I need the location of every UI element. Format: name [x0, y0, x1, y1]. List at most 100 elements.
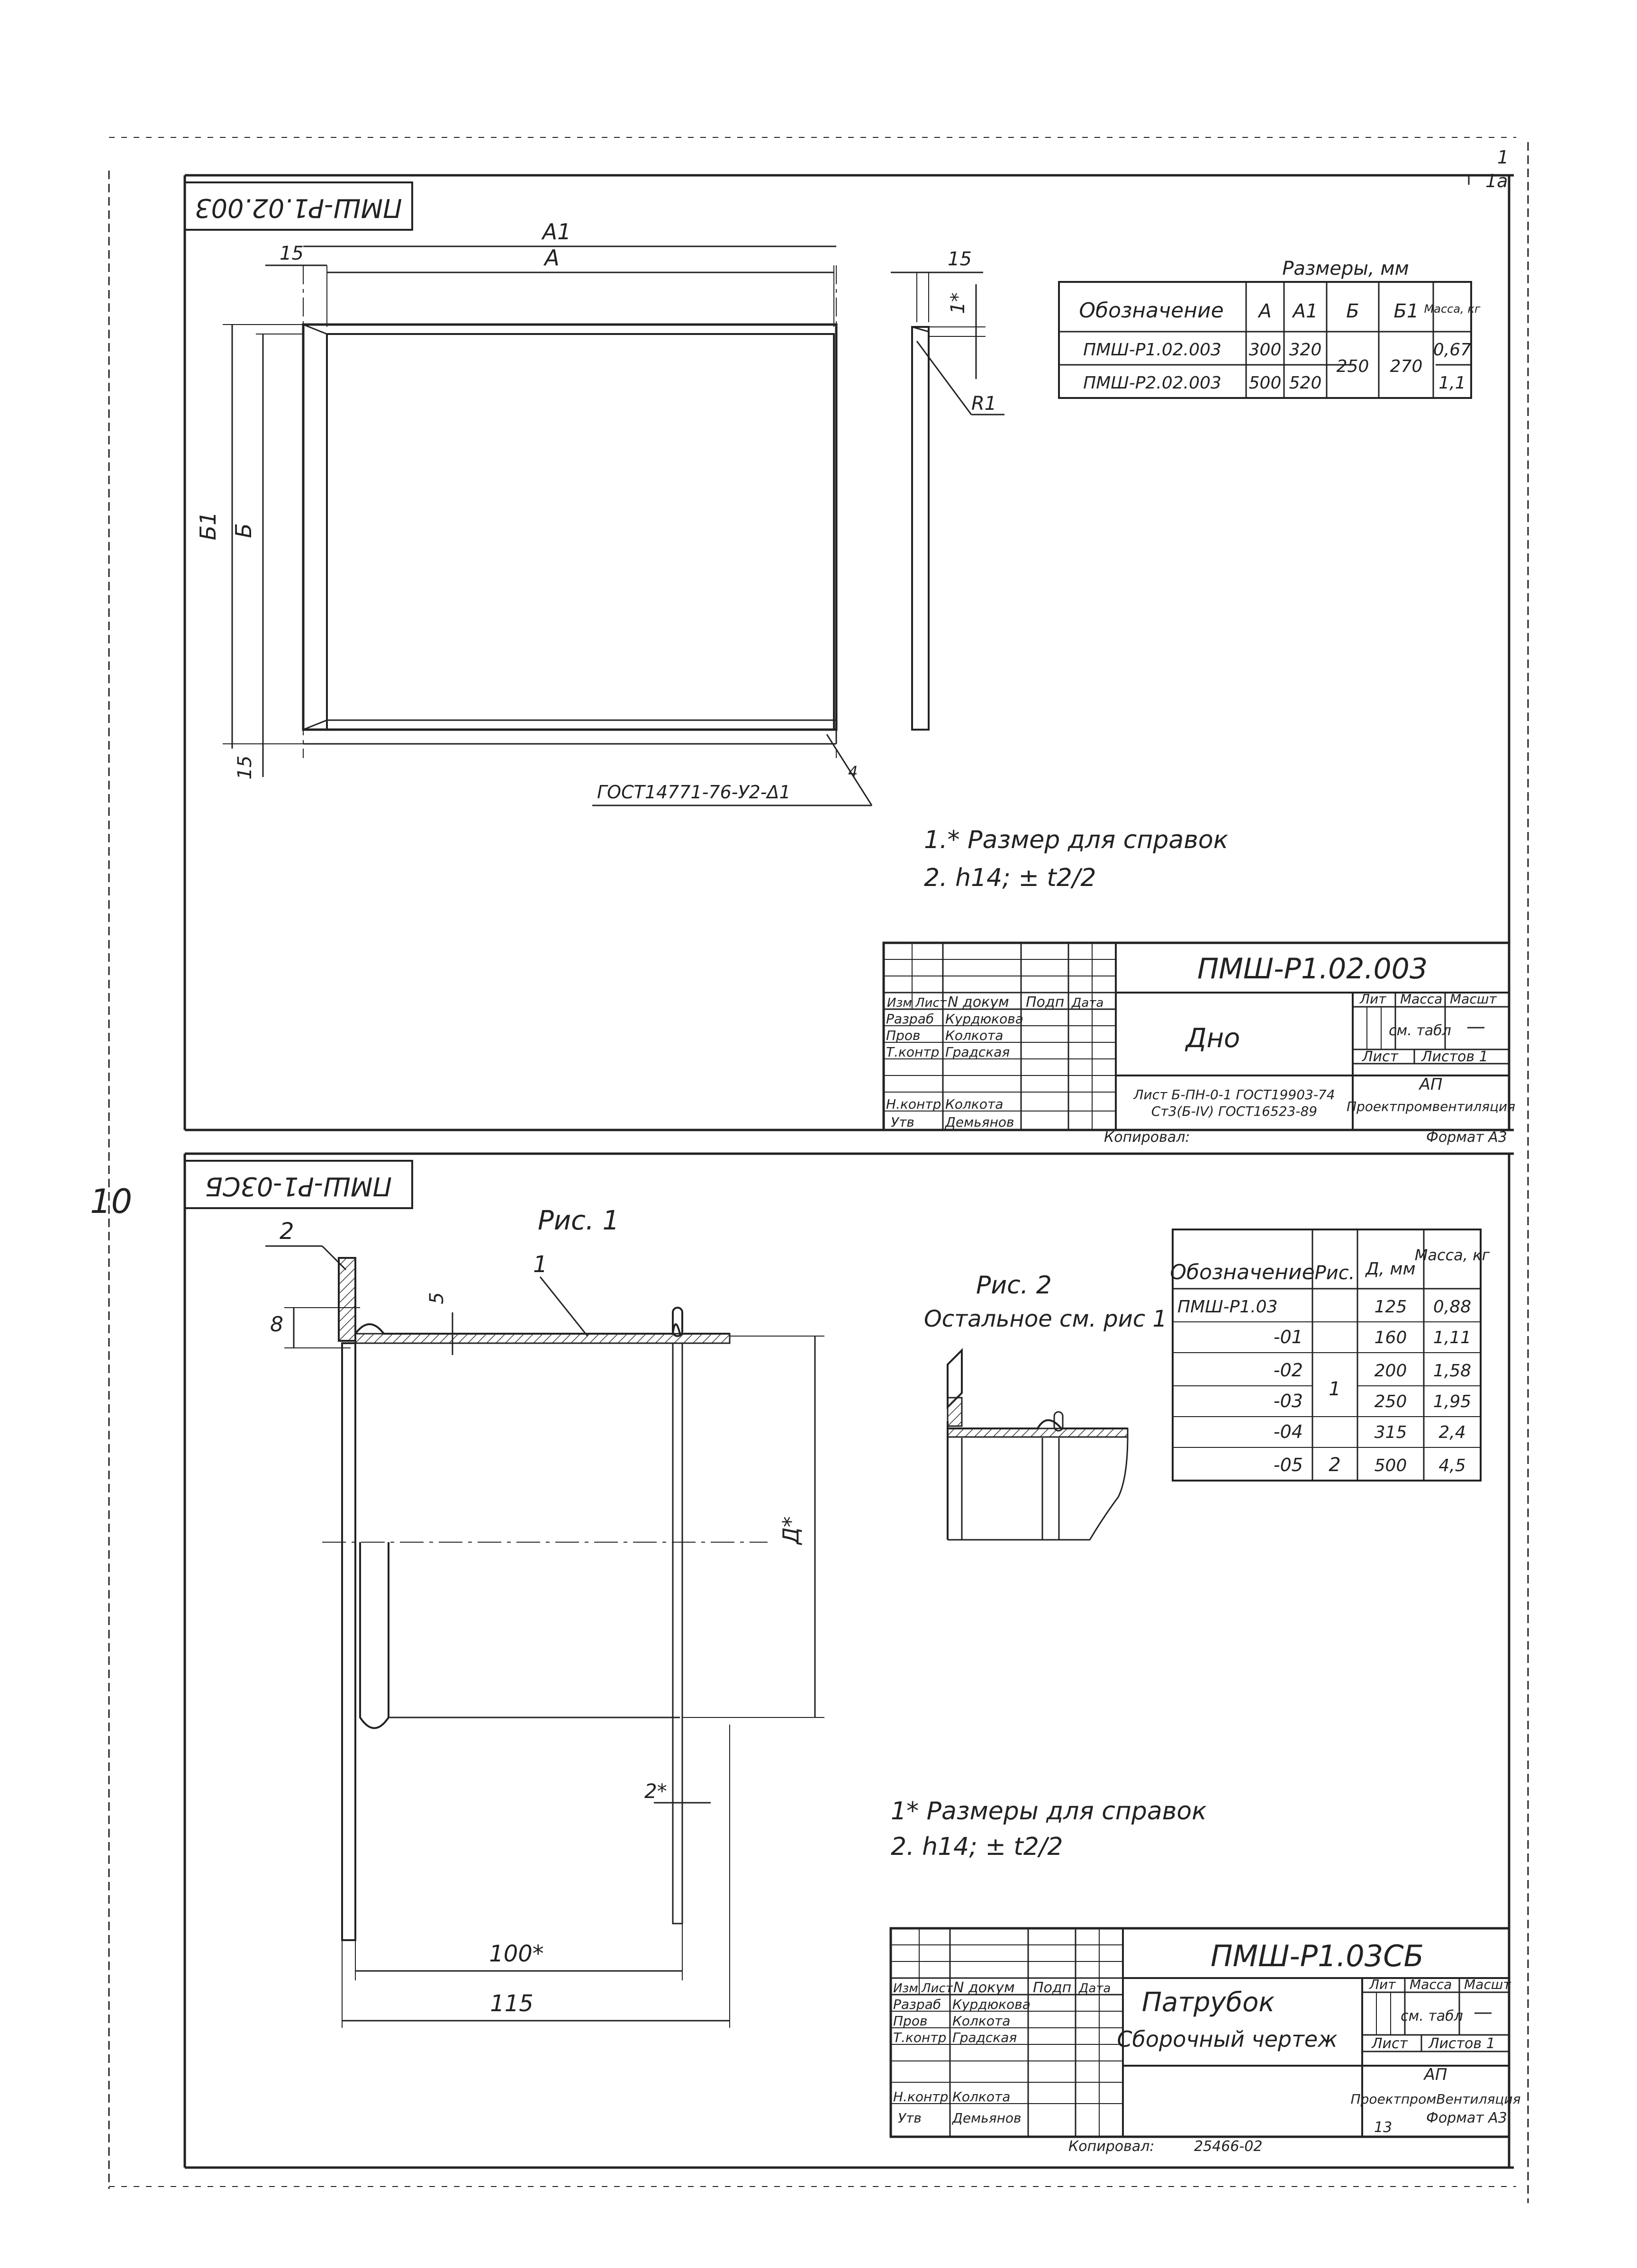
table-cell: 160: [1375, 1328, 1407, 1347]
title-col-sign: Подп: [1026, 994, 1064, 1011]
title-mass-label: Масса: [1410, 1977, 1452, 1992]
title-col-docnum: N докум: [948, 994, 1009, 1011]
table-cell-merged: 270: [1390, 357, 1423, 376]
table-header-A: A: [1257, 300, 1271, 322]
table-cell: 300: [1249, 340, 1282, 360]
fig-1-label: Рис. 1: [538, 1205, 619, 1236]
title-page-number: 13: [1374, 2119, 1392, 2136]
title-scale-value: —: [1466, 1016, 1485, 1038]
table-header-B: Б: [1346, 300, 1359, 322]
table-cell: 315: [1375, 1423, 1407, 1442]
dim-5-label: 5: [426, 1292, 448, 1304]
dim-A-label: A: [543, 245, 559, 271]
title-sheets-label: Листов 1: [1421, 1048, 1488, 1065]
title-org-short: АП: [1423, 2065, 1447, 2084]
table-cell: -03: [1274, 1391, 1303, 1411]
section-dim-1star-label: 1*: [947, 292, 969, 314]
title-material-line-1: Лист Б-ПН-0-1 ГОСТ19903-74: [1133, 1087, 1335, 1102]
table-cell: ПМШ-Р1.03: [1177, 1297, 1277, 1317]
table-cell: 320: [1289, 340, 1322, 360]
page-corner-number: 1: [1497, 147, 1509, 168]
title-scale-label: Масшт: [1464, 1977, 1511, 1992]
title-sheet-label: Лист: [1362, 1048, 1399, 1065]
sheet-1-rotated-stamp: ПМШ-Р1.02.003: [195, 193, 402, 223]
title-name-checker: Колкота: [945, 1028, 1003, 1043]
title-sheets-label: Листов 1: [1428, 2035, 1495, 2052]
sheet-1-size-table: Размеры, мм Обозначение A A1 Б Б1 Масса,…: [1058, 258, 1481, 399]
title-role-checker: Пров: [893, 2013, 927, 2029]
title-col-date: Дата: [1071, 996, 1103, 1010]
table-cell: 1,11: [1433, 1328, 1471, 1347]
title-col-sheet: Лист: [915, 996, 947, 1010]
title-doc-code: ПМШ-Р1.02.003: [1197, 952, 1428, 985]
dim-D-label: Д*: [778, 1517, 804, 1545]
title-role-tech-control: Т.контр: [893, 2030, 946, 2045]
weld-note: ГОСТ14771-76-У2-Δ1: [597, 782, 791, 803]
table-cell: 2: [1329, 1454, 1340, 1476]
table-cell: 250: [1375, 1392, 1407, 1411]
title-name-developer: Курдюкова: [952, 1997, 1031, 2012]
sheet-2-note-2: 2. h14; ± t2/2: [891, 1833, 1063, 1861]
fig-2-note: Остальное см. рис 1: [924, 1306, 1167, 1332]
table-cell: -04: [1274, 1421, 1303, 1442]
bottom-plate-section-view: 15 1* R1: [891, 248, 1004, 731]
title-col-sheet: Лист: [921, 1981, 953, 1996]
table-cell: -02: [1274, 1360, 1303, 1381]
title-part-name: Дно: [1185, 1023, 1240, 1054]
dim-A1-label: A1: [541, 219, 571, 244]
sheet-1-note-2: 2. h14; ± t2/2: [924, 864, 1096, 892]
weld-flag-number: 4: [848, 763, 858, 781]
dim-B1-label: Б1: [195, 512, 221, 541]
title-part-sub: Сборочный чертеж: [1117, 2026, 1338, 2052]
sheet-2-frame: ПМШ-Р1-03СБ: [183, 1152, 1514, 2169]
title-material-line-2: Ст3(Б-IV) ГОСТ16523-89: [1151, 1103, 1317, 1119]
section-dim-R1-label: R1: [971, 393, 996, 415]
table-cell: 1,58: [1433, 1361, 1471, 1381]
title-org-short: АП: [1419, 1075, 1443, 1094]
table-cell: 1,1: [1438, 373, 1465, 393]
table-header-mass: Масса, кг: [1424, 302, 1481, 316]
socket-detail-fig-2: Рис. 2 Остальное см. рис 1: [924, 1271, 1167, 1541]
table-cell: 200: [1375, 1361, 1407, 1381]
sheet-1-frame: ПМШ-Р1.02.003: [183, 174, 1514, 1131]
title-name-tech-control: Градская: [945, 1044, 1010, 1060]
table-group-header: Размеры, мм: [1282, 258, 1409, 280]
title-sheet-label: Лист: [1371, 2035, 1409, 2052]
title-name-norm-control: Колкота: [952, 2089, 1010, 2105]
title-role-approved: Утв: [898, 2110, 922, 2126]
table-cell: 125: [1375, 1297, 1407, 1317]
sheet-1-title-block: Изм Лист N докум Подп Дата Разраб Пров Т…: [882, 941, 1515, 1146]
dim-115-label: 115: [490, 1990, 534, 2017]
table-cell-merged: 250: [1337, 357, 1369, 376]
table-header-A1: A1: [1292, 300, 1318, 322]
title-org-full: Проектпромвентиляция: [1347, 1099, 1515, 1114]
title-mass-label: Масса: [1400, 991, 1442, 1007]
leader-2-label: 2: [280, 1218, 294, 1245]
title-archive-number: 25466-02: [1194, 2138, 1262, 2155]
table-cell: 520: [1289, 373, 1322, 393]
title-role-norm-control: Н.контр: [893, 2089, 948, 2105]
sheet-1-note-1: 1.* Размер для справок: [924, 826, 1229, 854]
title-name-norm-control: Колкота: [945, 1096, 1003, 1112]
sheet-2-variant-table: Обозначение Рис. Д, мм Масса, кг ПМШ-Р1.…: [1170, 1229, 1490, 1482]
table-header-diameter: Д, мм: [1365, 1259, 1415, 1279]
table-cell: 1,95: [1433, 1392, 1471, 1411]
table-cell: 2,4: [1438, 1423, 1465, 1442]
title-lit-label: Лит: [1369, 1977, 1396, 1992]
title-copied-by: Копировал:: [1068, 2138, 1155, 2155]
table-cell: 500: [1375, 1456, 1407, 1475]
title-copied-by: Копировал:: [1104, 1129, 1190, 1146]
title-name-developer: Курдюкова: [945, 1011, 1023, 1027]
dim-8-label: 8: [270, 1312, 283, 1337]
table-cell: ПМШ-Р1.02.003: [1083, 340, 1221, 360]
table-cell: 0,88: [1433, 1297, 1471, 1317]
sheet-2-note-1: 1* Размеры для справок: [891, 1797, 1207, 1825]
table-header-B1: Б1: [1394, 300, 1419, 322]
fig-2-label: Рис. 2: [976, 1271, 1052, 1300]
title-mass-value: см. табл: [1389, 1022, 1451, 1039]
table-cell: 0,67: [1433, 340, 1471, 360]
title-mass-value: см. табл: [1401, 2008, 1463, 2024]
dim-15-bottom-label: 15: [234, 756, 256, 780]
title-format: Формат А3: [1426, 1129, 1507, 1146]
title-name-tech-control: Градская: [952, 2030, 1017, 2045]
